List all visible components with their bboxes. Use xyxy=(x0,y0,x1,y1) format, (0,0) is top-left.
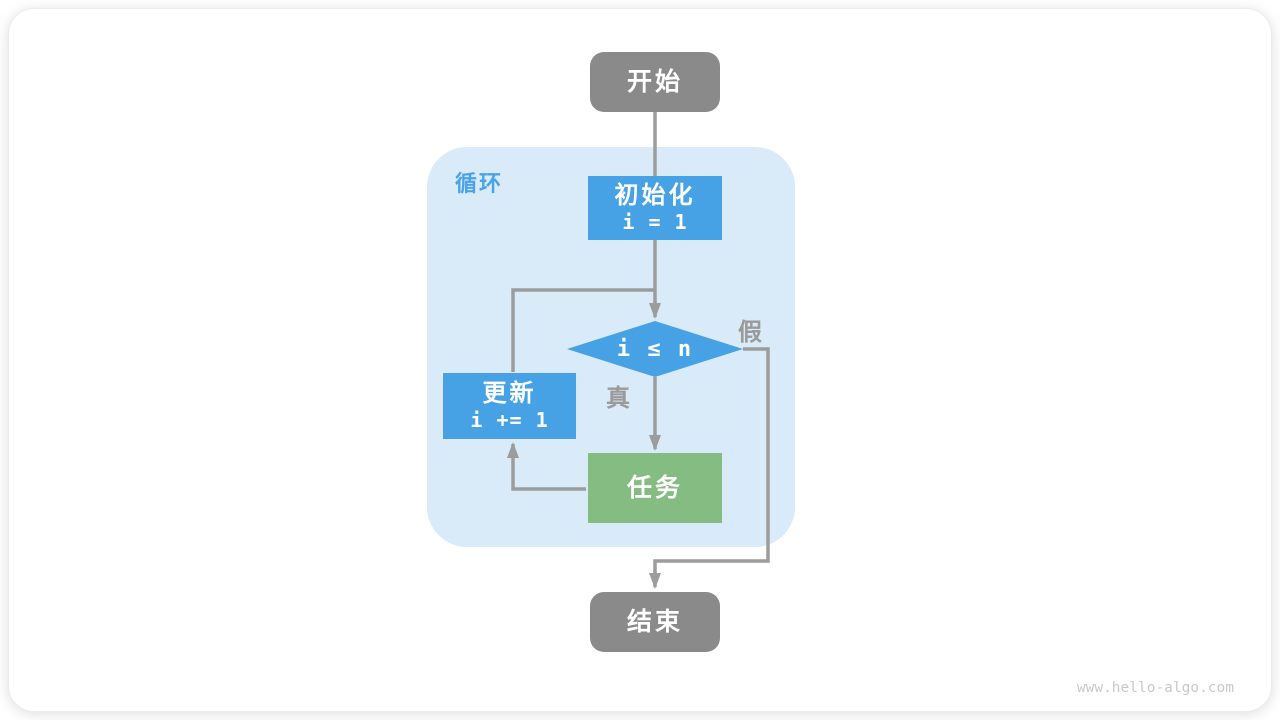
node-update: 更新 i += 1 xyxy=(443,373,576,439)
branch-label-false: 假 xyxy=(738,318,762,346)
node-end: 结束 xyxy=(590,592,720,652)
node-update-code: i += 1 xyxy=(470,407,549,432)
edge-condition-false-to-end xyxy=(649,347,770,589)
node-end-label: 结束 xyxy=(626,606,683,636)
node-update-title: 更新 xyxy=(482,379,537,408)
condition-label: i ≤ n xyxy=(616,336,694,362)
loop-label: 循环 xyxy=(455,172,504,197)
node-start-label: 开始 xyxy=(626,66,683,96)
node-init-code: i = 1 xyxy=(622,209,688,234)
edge-task-to-update xyxy=(507,442,586,491)
node-start: 开始 xyxy=(590,52,720,112)
edge-update-loopback xyxy=(511,288,655,372)
branch-label-true: 真 xyxy=(606,384,630,412)
node-task-label: 任务 xyxy=(626,472,683,502)
node-init: 初始化 i = 1 xyxy=(588,176,722,240)
node-task: 任务 xyxy=(588,453,722,523)
condition-diamond xyxy=(567,321,743,377)
site-watermark: www.hello-algo.com xyxy=(1076,680,1234,696)
node-init-title: 初始化 xyxy=(614,181,696,210)
